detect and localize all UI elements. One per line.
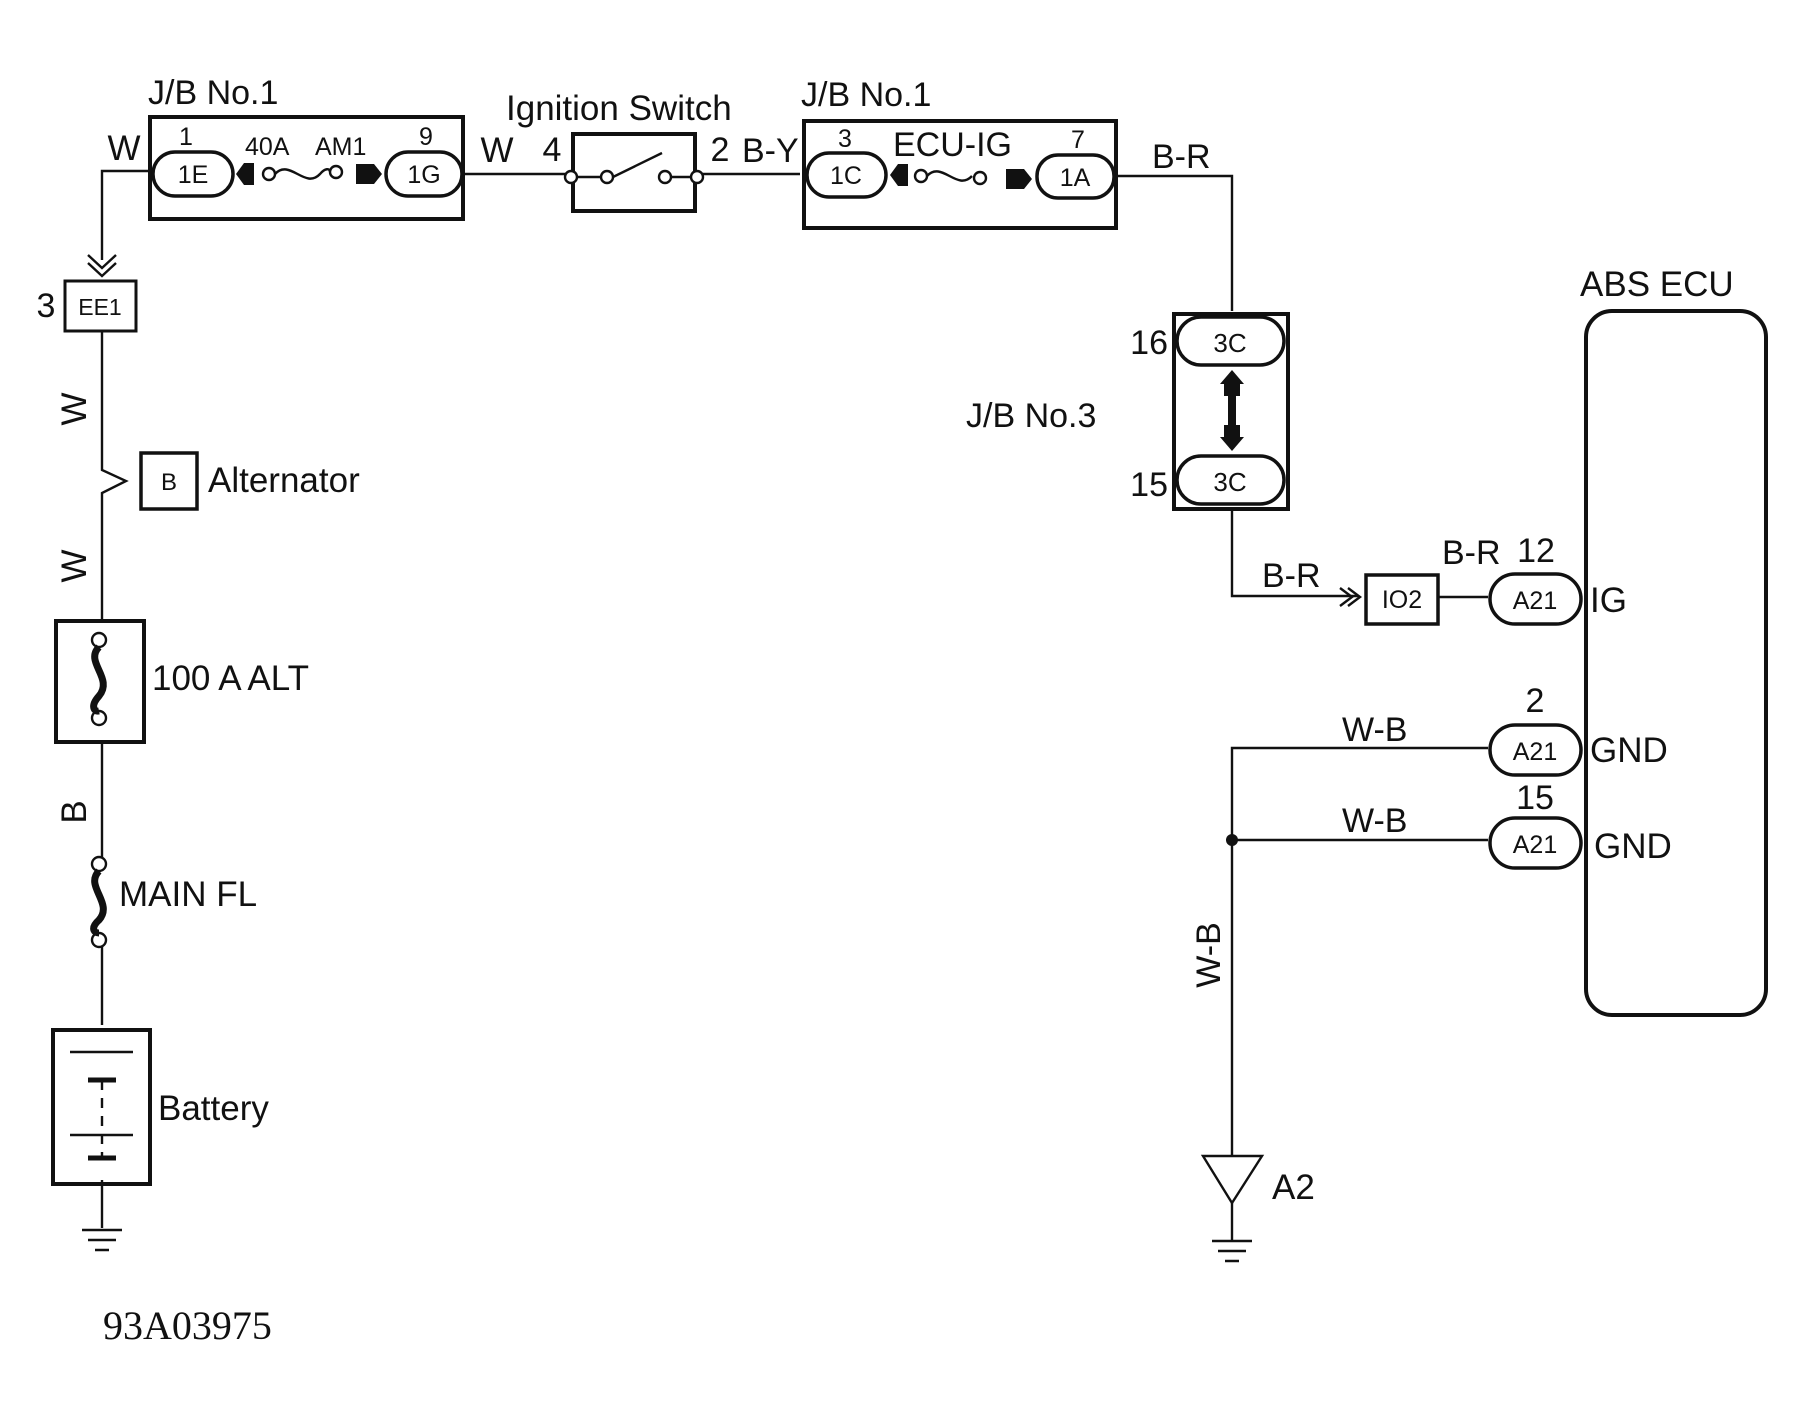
connector-ee1 — [63, 254, 138, 333]
pin-1g: 9 — [419, 123, 433, 151]
code-1e: 1E — [178, 161, 209, 189]
wire-w-vert-1: W — [55, 392, 94, 425]
code-a21-gnd1: A21 — [1513, 738, 1557, 766]
connector-io2 — [1339, 573, 1440, 626]
code-a21-ig: A21 — [1513, 587, 1557, 615]
connector-1g — [384, 150, 464, 198]
terminal-gnd-1: GND — [1590, 731, 1668, 770]
code-alt-b: B — [161, 469, 177, 496]
label-ignition-switch: Ignition Switch — [506, 89, 732, 128]
text-labels: J/B No.1 Ignition Switch J/B No.1 J/B No… — [103, 74, 1734, 1348]
fusible-link-main — [90, 855, 108, 949]
connector-a21-gnd2 — [1488, 816, 1583, 870]
wire-w-b-vert: W-B — [1190, 922, 1228, 987]
wire-b-r-mid: B-R — [1262, 557, 1321, 595]
connector-a21-ig — [1488, 572, 1583, 626]
wires — [100, 169, 1488, 1228]
junction-block-1-right — [802, 119, 1118, 230]
code-a21-gnd2: A21 — [1513, 831, 1557, 859]
ignition-switch — [563, 132, 705, 213]
figure-id: 93A03975 — [103, 1303, 272, 1348]
code-1c: 1C — [830, 162, 862, 190]
label-abs-ecu: ABS ECU — [1580, 265, 1734, 304]
label-fuse-40a: 40A — [245, 133, 290, 161]
connector-codes: 1E 1G 1C 1A 3C 3C EE1 B IO2 A21 A21 A21 — [78, 161, 1557, 859]
connector-1e — [151, 150, 235, 198]
connector-a21-gnd1 — [1488, 723, 1583, 777]
label-fuse-ecu-ig: ECU-IG — [893, 126, 1012, 164]
connector-1a — [1035, 153, 1116, 200]
code-io2: IO2 — [1382, 586, 1422, 614]
wire-color-codes: W W B-Y B-R B-R B-R W-B W-B W W B W-B — [55, 129, 1501, 988]
pin-1e: 1 — [179, 123, 193, 151]
wire-w-b-1: W-B — [1342, 711, 1407, 749]
wire-b-y: B-Y — [742, 132, 799, 170]
ecu-terminals: IG GND GND — [1590, 581, 1672, 866]
wire-w-mid-top: W — [480, 131, 513, 170]
label-main-fl: MAIN FL — [119, 875, 257, 914]
label-fuse-am1: AM1 — [315, 133, 366, 161]
abs-ecu — [1488, 309, 1768, 1017]
code-3c-top: 3C — [1213, 328, 1246, 358]
connector-1c — [805, 151, 888, 199]
code-3c-bottom: 3C — [1213, 467, 1246, 497]
label-ground-a2: A2 — [1272, 1168, 1315, 1207]
connector-3c-top — [1175, 315, 1286, 367]
ground-point-a2 — [1200, 834, 1265, 1263]
pin-a21-gnd2: 15 — [1516, 779, 1554, 817]
wire-w-b-2: W-B — [1342, 802, 1407, 840]
label-alt-fuse: 100 A ALT — [152, 659, 309, 698]
label-alternator: Alternator — [208, 461, 360, 500]
pin-a21-gnd1: 2 — [1526, 682, 1545, 720]
pin-numbers: 1 9 4 2 3 7 16 15 3 12 2 15 — [37, 123, 1555, 817]
pin-sw-in: 4 — [543, 131, 562, 169]
alternator-terminal — [139, 451, 199, 511]
connector-3c-bottom — [1175, 454, 1286, 506]
pin-ee1: 3 — [37, 287, 56, 325]
pin-1c: 3 — [838, 125, 852, 153]
pin-sw-out: 2 — [711, 131, 730, 169]
junction-block-3 — [1172, 312, 1290, 511]
ground-symbol-battery — [82, 1228, 122, 1252]
code-ee1: EE1 — [78, 294, 121, 320]
pin-1a: 7 — [1071, 126, 1085, 154]
fuse-100a-alt — [54, 619, 146, 744]
wire-w-vert-2: W — [55, 549, 94, 582]
wire-b-r-io2: B-R — [1442, 534, 1501, 572]
junction-block-1-left — [148, 115, 465, 221]
wire-w-left-top: W — [107, 129, 140, 168]
terminal-gnd-2: GND — [1594, 827, 1672, 866]
terminal-ig: IG — [1590, 581, 1627, 620]
wire-b-vert: B — [55, 800, 94, 823]
pin-3c-bottom: 15 — [1130, 466, 1168, 504]
wire-b-r-top: B-R — [1152, 138, 1211, 176]
label-jb1-right: J/B No.1 — [801, 76, 931, 114]
battery — [51, 1028, 152, 1186]
label-jb1-left: J/B No.1 — [148, 74, 278, 112]
code-1a: 1A — [1060, 164, 1091, 192]
code-1g: 1G — [407, 161, 440, 189]
pin-3c-top: 16 — [1130, 324, 1168, 362]
pin-a21-ig: 12 — [1517, 532, 1555, 570]
label-jb3: J/B No.3 — [966, 397, 1096, 435]
label-battery: Battery — [158, 1089, 269, 1128]
